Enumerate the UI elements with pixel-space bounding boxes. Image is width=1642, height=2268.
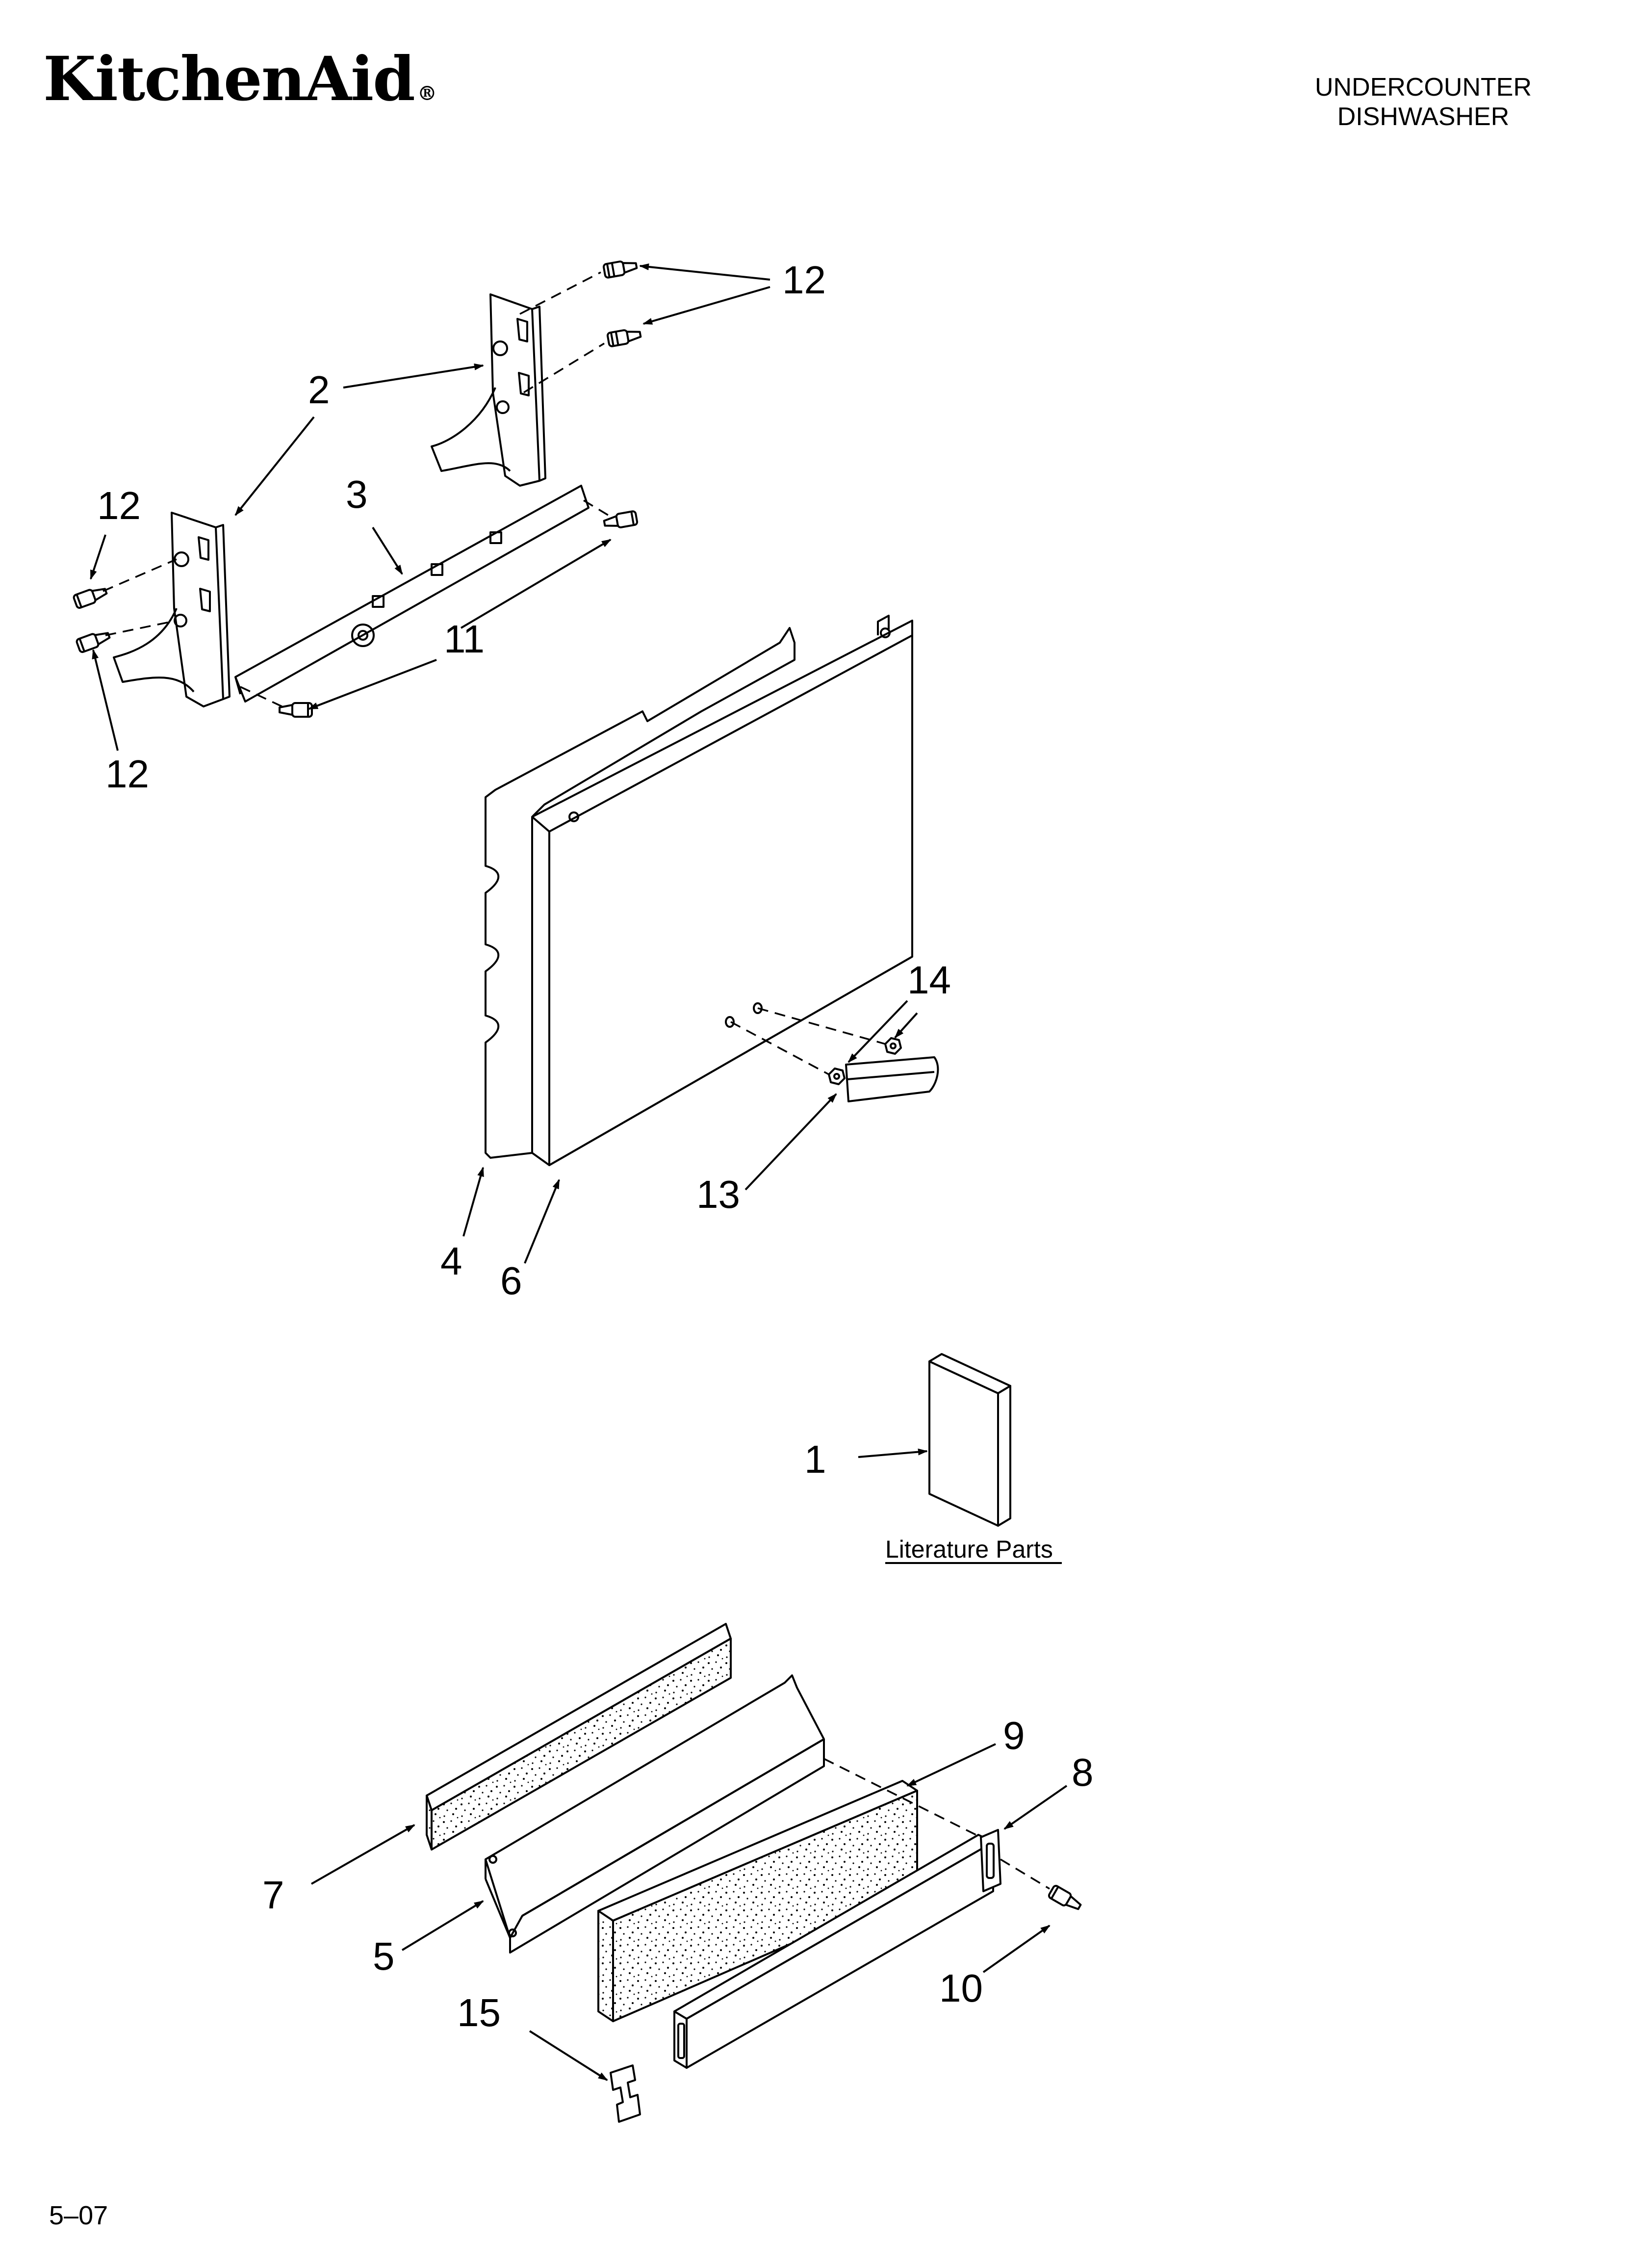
- callout-2: 2: [308, 368, 330, 412]
- callout-6: 6: [500, 1259, 522, 1303]
- callout-12-left: 12: [97, 484, 141, 527]
- product-line-1: UNDERCOUNTER: [1315, 73, 1532, 102]
- callout-15: 15: [457, 1991, 501, 2034]
- callout-4: 4: [440, 1239, 462, 1283]
- right-hinge-bracket: [431, 293, 546, 487]
- hex-nuts: [828, 1037, 902, 1085]
- callout-12-bottom: 12: [105, 752, 149, 796]
- top-channel: [234, 485, 590, 703]
- screws: [73, 261, 1082, 1910]
- registered-mark: ®: [417, 82, 437, 105]
- bottom-insulation-strip: [597, 1780, 918, 2022]
- callout-10: 10: [939, 1966, 983, 2010]
- callout-9: 9: [1003, 1714, 1025, 1757]
- door-panel: [531, 615, 913, 1166]
- brand-logo: KitchenAid®: [43, 49, 437, 110]
- callout-3: 3: [346, 472, 368, 516]
- top-insulation-strip: [426, 1623, 732, 1851]
- callout-8: 8: [1072, 1750, 1094, 1794]
- date-code: 5–07: [49, 2201, 108, 2230]
- callout-12-top: 12: [782, 258, 826, 302]
- product-line-2: DISHWASHER: [1337, 103, 1510, 131]
- brand-name: KitchenAid: [43, 44, 415, 115]
- toe-panel: [673, 1829, 1001, 2069]
- toe-panel-clip: [610, 2064, 641, 2123]
- product-title: UNDERCOUNTER DISHWASHER: [1252, 73, 1595, 131]
- literature-parts-booklet: [928, 1353, 1011, 1527]
- callout-13: 13: [696, 1173, 740, 1216]
- callout-7: 7: [262, 1873, 284, 1917]
- assembly-lines: [103, 271, 1050, 1890]
- callout-5: 5: [373, 1934, 395, 1978]
- callout-14: 14: [907, 958, 951, 1002]
- toe-panel-bracket: [485, 1674, 825, 1954]
- inner-door-panel: [485, 627, 795, 1159]
- callout-1: 1: [804, 1437, 826, 1481]
- literature-parts-label: Literature Parts: [885, 1536, 1053, 1563]
- leader-arrows: [90, 263, 1068, 2081]
- callout-11: 11: [444, 617, 485, 661]
- door-handle: [845, 1056, 939, 1102]
- left-hinge-bracket: [113, 512, 231, 707]
